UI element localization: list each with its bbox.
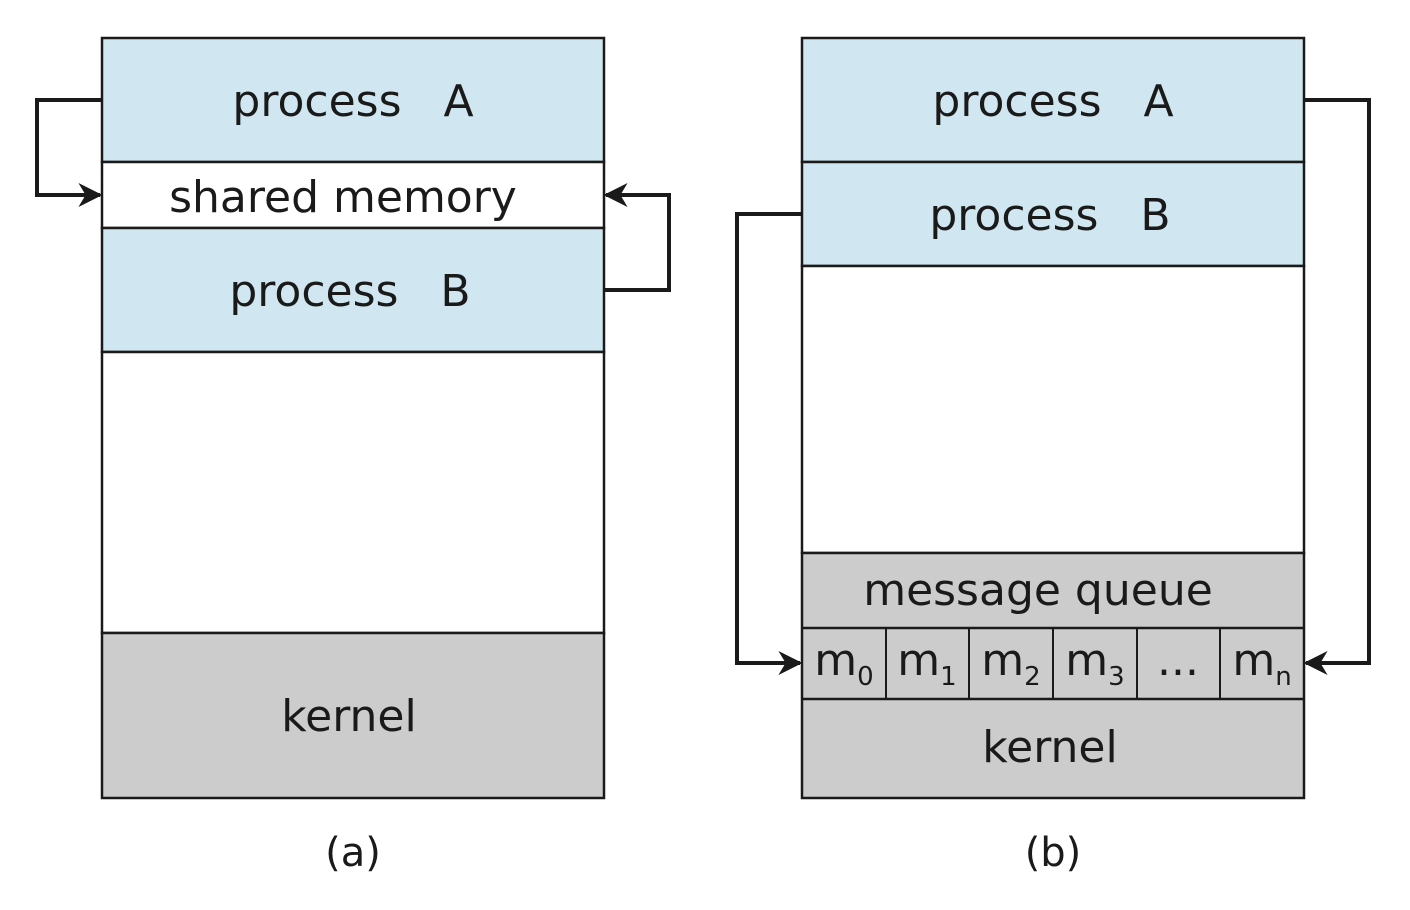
message-slot-m0: m0: [814, 635, 873, 692]
message-slot-mn: mn: [1232, 635, 1291, 692]
panel-b-process-b-block: [800, 160, 1306, 268]
panel-a-process-a-label: process A: [232, 76, 473, 127]
panel-b-process-a-label: process A: [932, 76, 1173, 127]
panel-a-arrow-process-a-to-shared: [35, 98, 103, 207]
panel-b-arrow-process-b-to-m0: [735, 212, 803, 675]
panel-a-process-b-block: [100, 226, 606, 354]
panel-a-free-space-block: [100, 350, 606, 635]
panel-a-shared-memory: process A shared memory process B kernel…: [35, 36, 671, 876]
panel-a-kernel-label: kernel: [281, 691, 416, 742]
panel-a-arrow-process-b-to-shared: [603, 183, 671, 292]
panel-a-shared-memory-label: shared memory: [169, 172, 517, 223]
panel-b-arrow-process-a-to-mn: [1303, 98, 1371, 675]
panel-b-kernel-label: kernel: [982, 722, 1117, 773]
message-slot-m2: m2: [981, 635, 1040, 692]
panel-a-kernel-block: [100, 631, 606, 800]
panel-b-message-passing: m0 m1 m2 m3 ... mn process A process B m…: [735, 36, 1371, 876]
panel-b-process-b-label: process B: [929, 190, 1170, 241]
panel-a-process-a-block: [100, 36, 606, 164]
message-slot-m1: m1: [897, 635, 956, 692]
panel-b-message-slots: [802, 626, 1304, 701]
panel-b-message-queue-label: message queue: [863, 565, 1213, 616]
message-slot-ellipsis: ...: [1157, 635, 1199, 686]
panel-b-caption: (b): [1025, 830, 1082, 876]
panel-b-free-space-block: [800, 264, 1306, 555]
panel-b-process-a-block: [800, 36, 1306, 164]
panel-a-process-b-label: process B: [229, 266, 470, 317]
panel-a-shared-memory-block: [100, 160, 606, 230]
panel-a-caption: (a): [325, 830, 381, 876]
message-slot-m3: m3: [1065, 635, 1124, 692]
